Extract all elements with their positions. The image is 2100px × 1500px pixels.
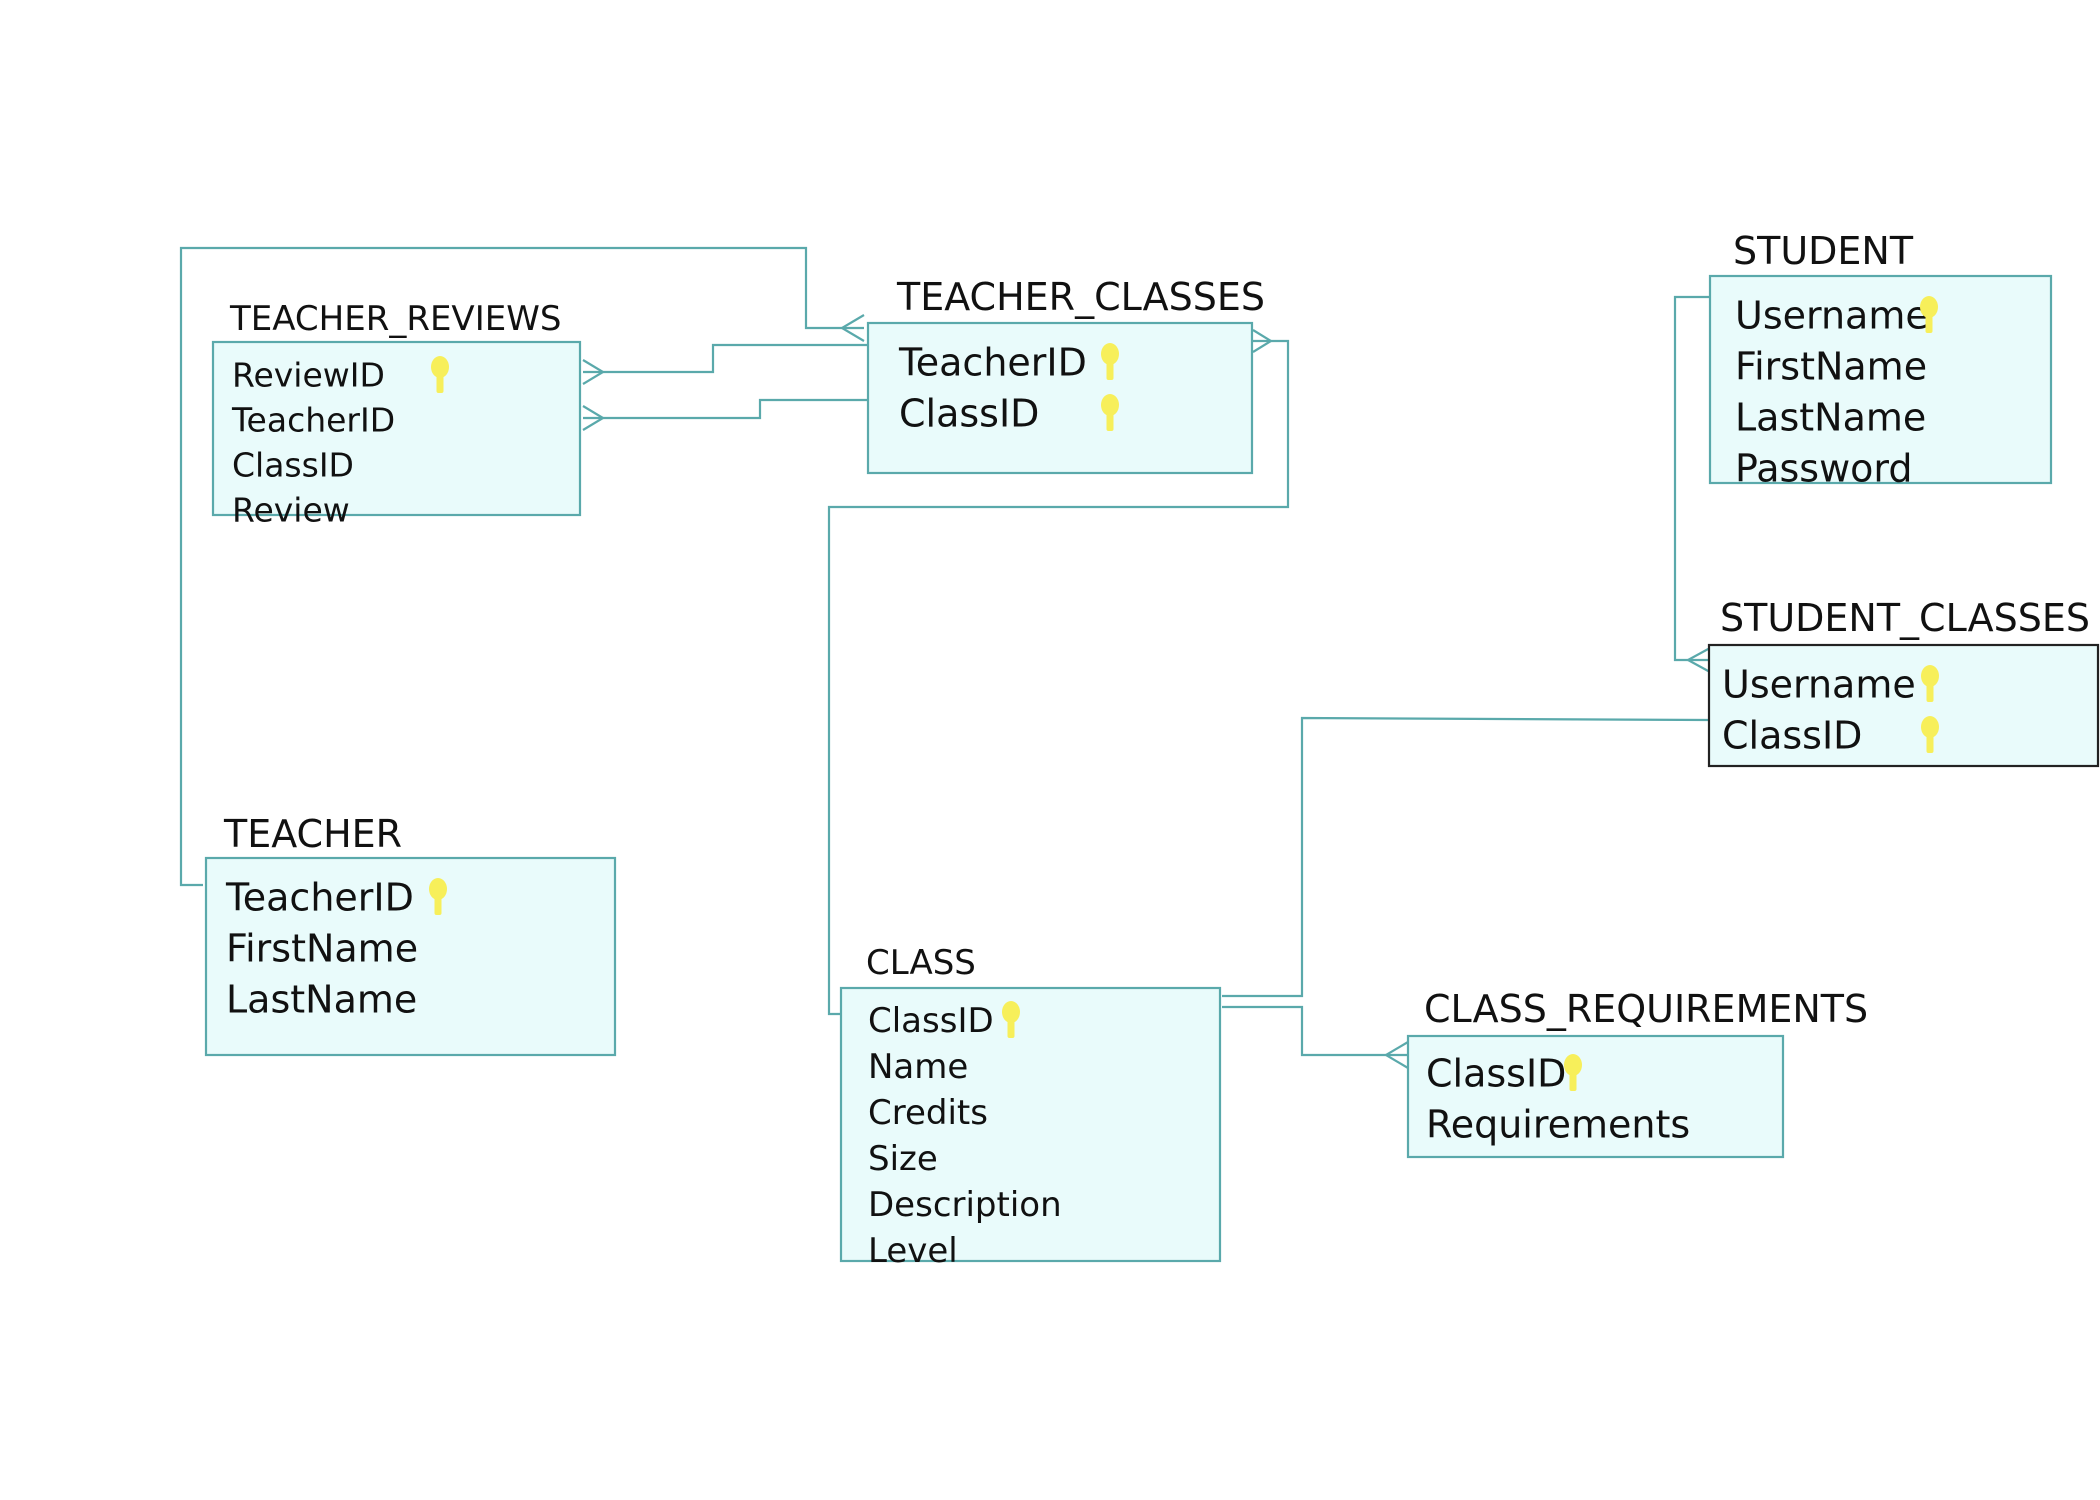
key-icon	[1002, 1001, 1020, 1038]
field-teacherid: TeacherID	[231, 401, 395, 440]
relation-teacher-classes-class	[827, 339, 1290, 1016]
key-icon	[1101, 394, 1119, 431]
table-box	[1708, 274, 2053, 485]
key-icon	[1921, 716, 1939, 753]
table-title: TEACHER	[223, 812, 402, 856]
table-box	[211, 340, 582, 517]
tables-layer: TEACHER_REVIEWS ReviewID TeacherID ClassID R…	[204, 229, 2100, 1271]
crowfoot-reviews-2	[582, 405, 606, 431]
key-icon	[1921, 665, 1939, 702]
relation-teacher-teacher-classes	[179, 246, 864, 887]
relation-teacher-classes-reviews-2	[583, 398, 868, 420]
field-classid: ClassID	[868, 1001, 994, 1041]
relation-teacher-classes-reviews-1	[583, 343, 868, 374]
key-icon	[429, 878, 447, 915]
field-lastname: LastName	[1735, 395, 1926, 439]
field-classid: ClassID	[1722, 713, 1862, 757]
table-teacher-reviews: TEACHER_REVIEWS ReviewID TeacherID ClassID R…	[211, 299, 582, 530]
crowfoot-student-classes	[1685, 647, 1711, 673]
field-reviewid: ReviewID	[232, 356, 385, 395]
field-classid: ClassID	[899, 391, 1039, 435]
field-teacherid: TeacherID	[225, 875, 414, 919]
table-title: TEACHER_REVIEWS	[229, 299, 561, 339]
key-icon	[1564, 1054, 1582, 1091]
field-password: Password	[1735, 446, 1913, 490]
table-title: TEACHER_CLASSES	[896, 275, 1265, 319]
relation-class-class-requirements	[1222, 1005, 1408, 1057]
crowfoot-class-requirements	[1383, 1041, 1409, 1069]
table-box	[1707, 643, 2100, 768]
field-requirements: Requirements	[1426, 1102, 1690, 1146]
field-firstname: FirstName	[1735, 344, 1927, 388]
relation-student-classes-class	[1222, 716, 1710, 998]
key-icon	[1920, 296, 1938, 333]
field-description: Description	[868, 1185, 1062, 1225]
field-firstname: FirstName	[226, 926, 418, 970]
table-class-requirements: CLASS_REQUIREMENTS ClassID Requirements	[1406, 987, 1868, 1159]
key-icon	[1101, 343, 1119, 380]
table-title: STUDENT_CLASSES	[1720, 596, 2090, 640]
key-icon	[431, 356, 449, 393]
relation-student-student-classes	[1673, 295, 1712, 662]
field-teacherid: TeacherID	[898, 340, 1087, 384]
crowfoot-teacher-classes	[839, 314, 865, 342]
field-review: Review	[232, 491, 350, 530]
field-credits: Credits	[868, 1093, 988, 1133]
table-box	[1406, 1034, 1785, 1159]
field-classid: ClassID	[232, 446, 354, 485]
field-level: Level	[868, 1231, 958, 1271]
table-class: CLASS ClassID NameCreditsSizeDescriptionLe…	[839, 943, 1222, 1271]
table-title: CLASS	[866, 943, 976, 983]
table-box	[204, 856, 617, 1057]
table-box	[839, 986, 1222, 1263]
table-title: CLASS_REQUIREMENTS	[1424, 987, 1868, 1031]
field-lastname: LastName	[226, 977, 417, 1021]
field-username: Username	[1735, 293, 1929, 337]
field-name: Name	[868, 1047, 968, 1087]
table-box	[866, 321, 1254, 475]
field-size: Size	[868, 1139, 938, 1179]
table-title: STUDENT	[1733, 229, 1914, 273]
crowfoot-reviews-1	[582, 359, 606, 385]
relationship-lines	[179, 246, 1712, 1069]
field-classid: ClassID	[1426, 1051, 1566, 1095]
field-username: Username	[1722, 662, 1916, 706]
crowfoot-teacher-classes-right	[1252, 329, 1274, 353]
table-teacher-classes: TEACHER_CLASSES TeacherID ClassID	[866, 275, 1265, 475]
